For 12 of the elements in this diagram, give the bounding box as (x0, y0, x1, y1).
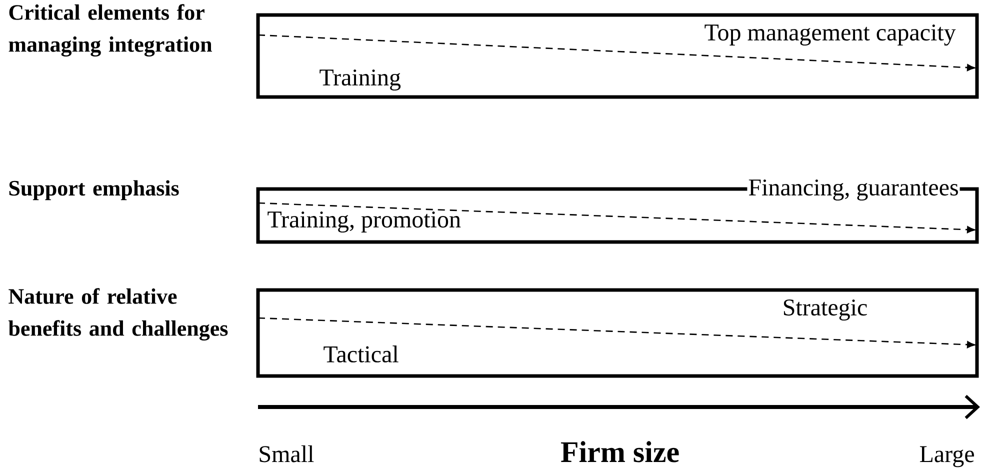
row-heading: Critical elements for managing integration (8, 4, 212, 57)
band-label: Strategic (781, 298, 869, 322)
band-label: Training (320, 69, 401, 91)
axis-label: Large (920, 446, 974, 468)
axis-label: Firm size (560, 441, 679, 462)
row-heading: Nature of relative benefits and challenges (8, 288, 228, 341)
band-label: Top management capacity (703, 23, 957, 47)
row-heading: Support emphasis (9, 180, 179, 200)
axis-label: Small (260, 445, 314, 462)
band-label: Training, promotion (268, 211, 461, 233)
band-label: Tactical (324, 346, 398, 362)
band-label: Financing, guarantees (747, 178, 960, 202)
